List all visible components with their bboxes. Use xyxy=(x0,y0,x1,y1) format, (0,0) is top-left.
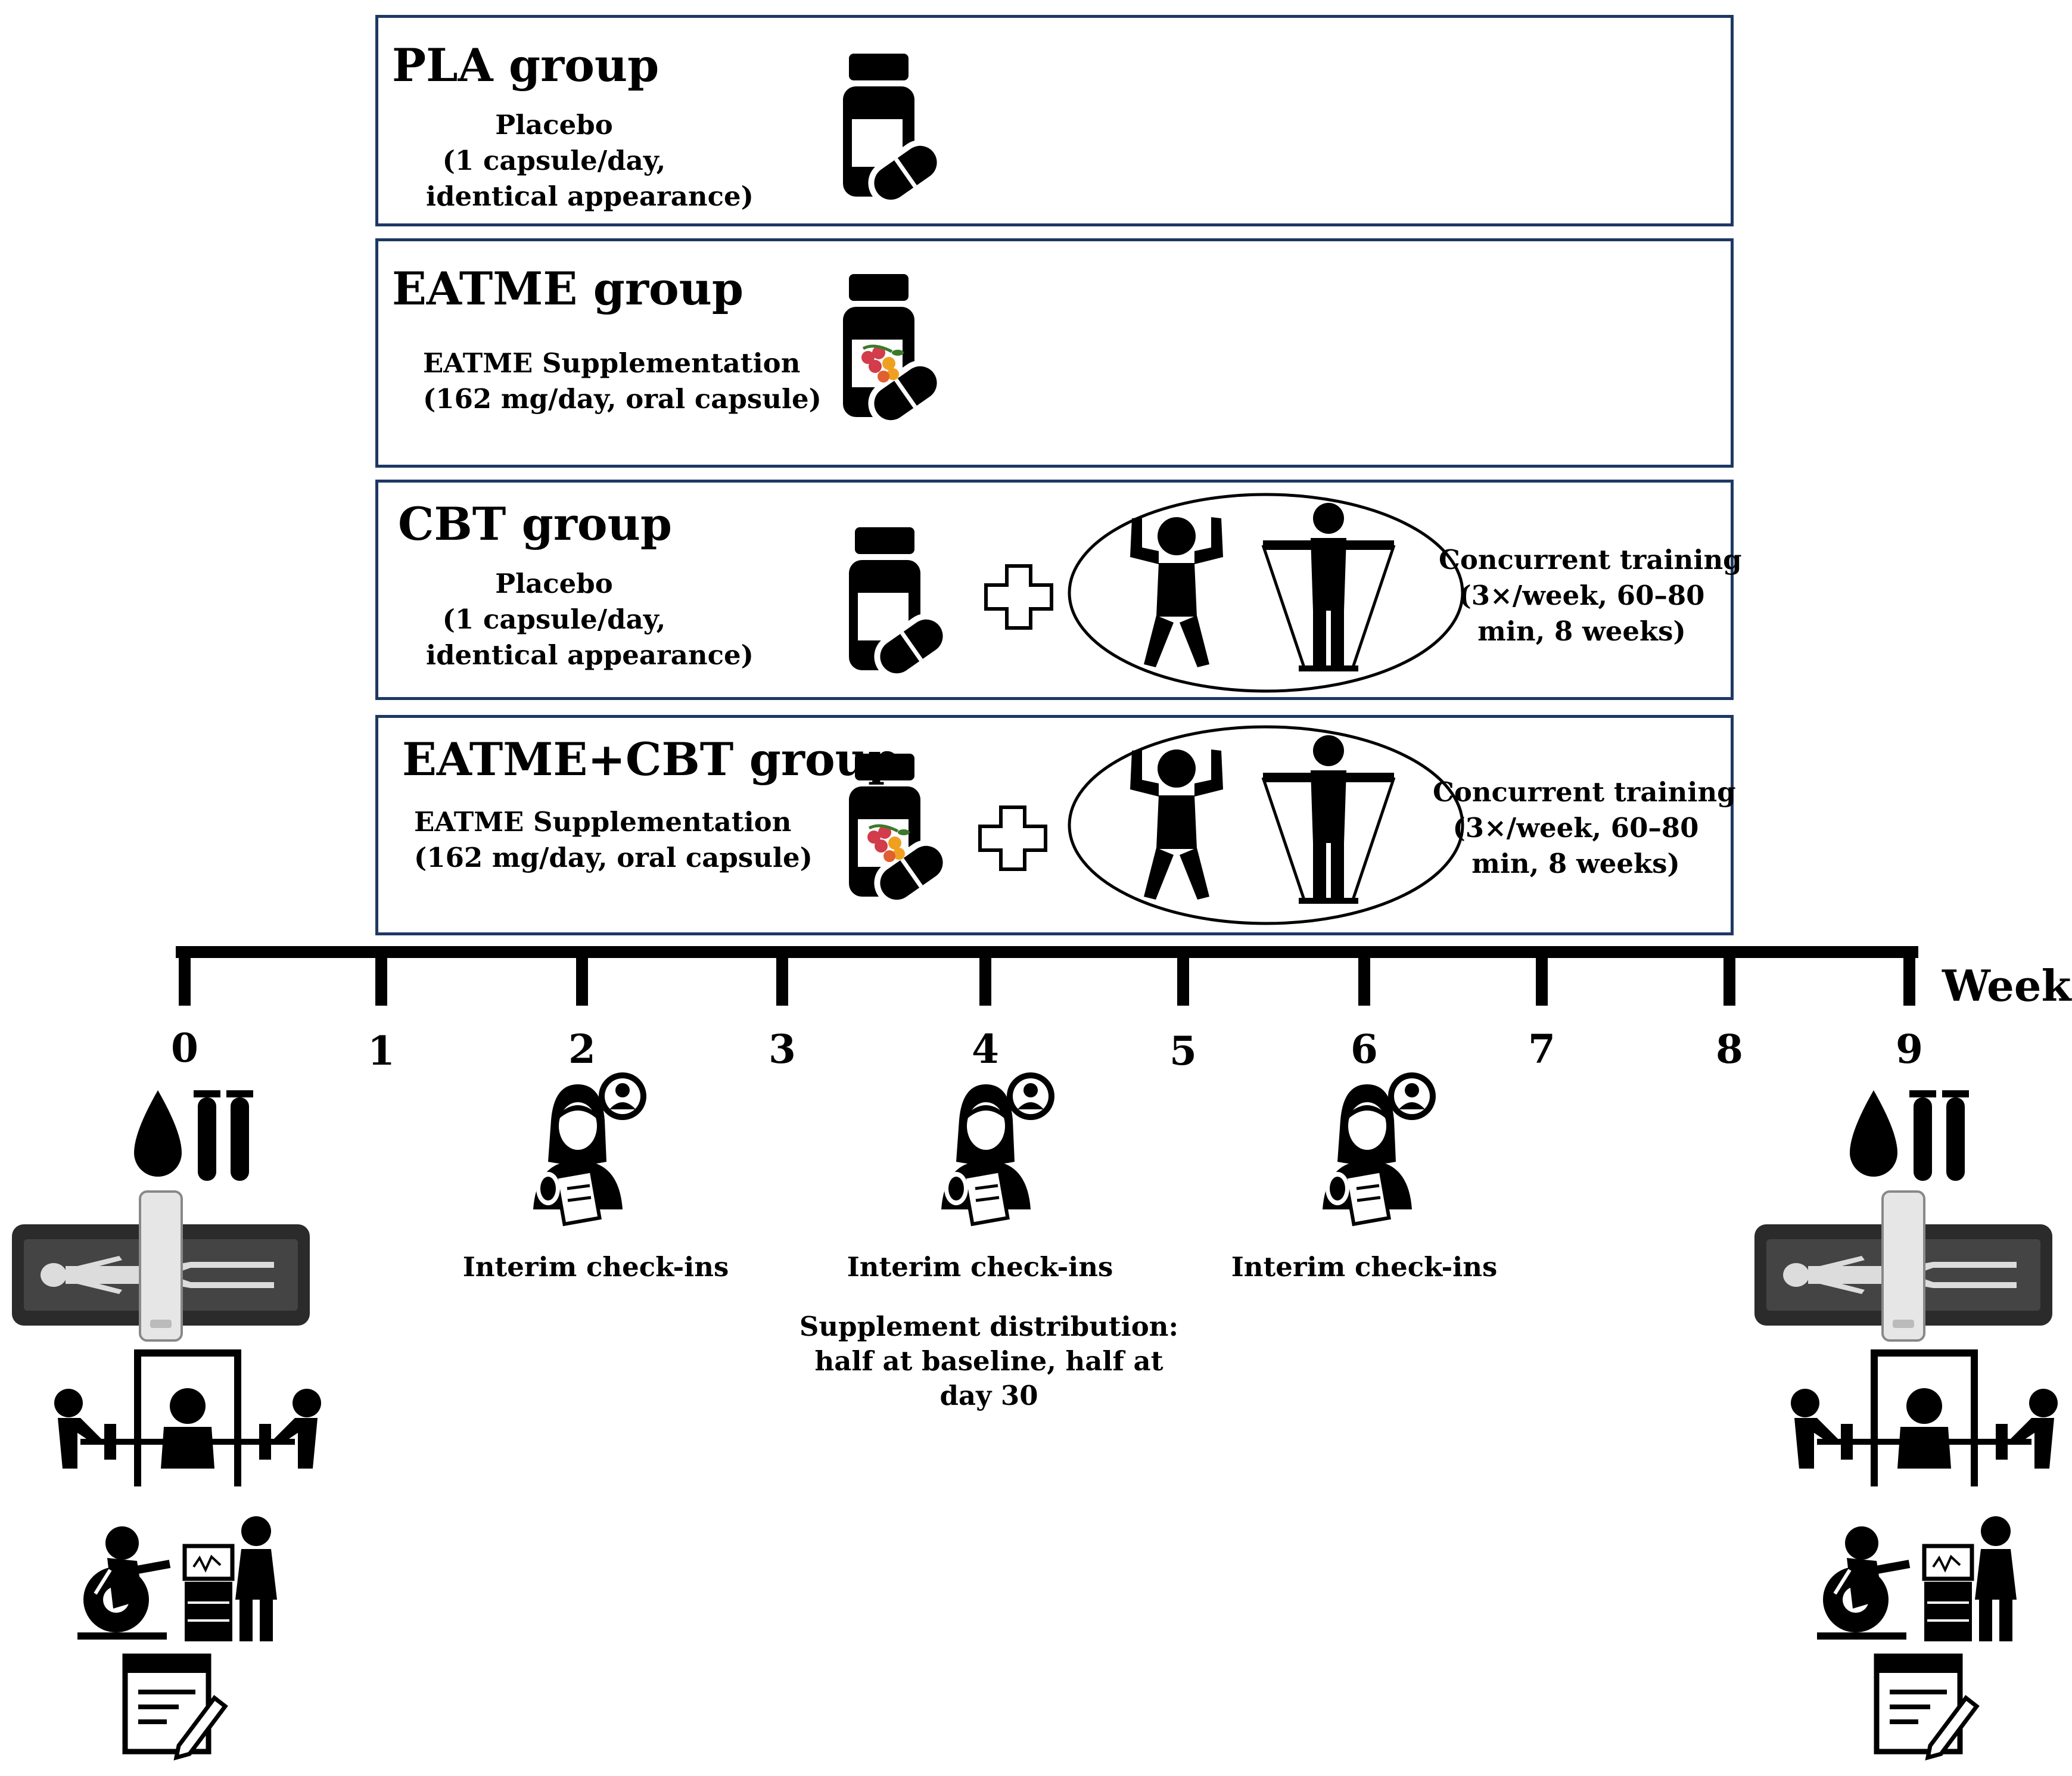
checkin-label: Interim check-ins xyxy=(847,1251,1113,1283)
desc-line: EATME Supplementation xyxy=(414,806,792,838)
strength-test-icon xyxy=(54,1349,321,1486)
check-in-icon xyxy=(1314,1084,1445,1227)
desc-line: (162 mg/day, oral capsule) xyxy=(423,383,822,415)
training-description: Concurrent training (3×/week, 60–80 min,… xyxy=(1439,542,1742,649)
checkin-label: Interim check-ins xyxy=(462,1251,729,1283)
cycle-ergometer-test-icon xyxy=(1805,1510,2020,1647)
training-line: Concurrent training xyxy=(1433,776,1736,808)
group-title: EATME group xyxy=(392,262,744,315)
plus-icon xyxy=(986,566,1057,632)
desc-line: identical appearance) xyxy=(426,639,754,671)
dxa-scan-icon xyxy=(11,1190,311,1342)
week-tick-label: 8 xyxy=(1716,1026,1743,1072)
blood-test-icon xyxy=(134,1090,253,1181)
supplement-bottle-icon xyxy=(855,754,986,909)
training-description: Concurrent training (3×/week, 60–80 min,… xyxy=(1433,775,1736,882)
concurrent-training-icon xyxy=(1063,721,1469,929)
week-tick-label: 2 xyxy=(568,1026,596,1072)
week-tick-label: 4 xyxy=(972,1026,999,1072)
note-line: half at baseline, half at xyxy=(814,1345,1163,1377)
group-description: Placebo (1 capsule/day, identical appear… xyxy=(426,566,754,673)
strength-test-icon xyxy=(1791,1349,2058,1486)
group-title: PLA group xyxy=(392,39,659,92)
training-line: min, 8 weeks) xyxy=(1477,615,1686,647)
training-line: min, 8 weeks) xyxy=(1471,848,1680,879)
plus-icon xyxy=(980,807,1051,873)
blood-test-icon xyxy=(1850,1090,1969,1181)
pill-bottle-icon xyxy=(849,54,968,203)
group-description: EATME Supplementation (162 mg/day, oral … xyxy=(423,346,822,417)
desc-line: EATME Supplementation xyxy=(423,347,801,379)
group-title: CBT group xyxy=(398,497,673,550)
group-box-pla: PLA group Placebo (1 capsule/day, identi… xyxy=(375,15,1734,226)
note-line: Supplement distribution: xyxy=(799,1311,1179,1342)
week-tick-label: 9 xyxy=(1896,1026,1923,1072)
desc-line: (162 mg/day, oral capsule) xyxy=(414,842,813,873)
desc-line: identical appearance) xyxy=(426,181,754,212)
concurrent-training-icon xyxy=(1063,489,1469,697)
questionnaire-icon xyxy=(1877,1656,1984,1763)
group-box-eatme-cbt: EATME+CBT group EATME Supplementation (1… xyxy=(375,715,1736,935)
timeline-unit-label: Week xyxy=(1942,960,2071,1011)
group-box-eatme: EATME group EATME Supplementation (162 m… xyxy=(375,238,1734,468)
week-tick-label: 7 xyxy=(1528,1026,1555,1072)
training-line: (3×/week, 60–80 xyxy=(1458,580,1705,611)
week-tick-label: 0 xyxy=(171,1025,198,1071)
group-title: EATME+CBT group xyxy=(402,733,900,786)
timeline-axis xyxy=(176,946,1918,1006)
pill-bottle-icon xyxy=(855,527,974,676)
questionnaire-icon xyxy=(125,1656,232,1763)
desc-line: (1 capsule/day, xyxy=(442,604,666,635)
training-line: (3×/week, 60–80 xyxy=(1452,812,1699,844)
note-line: day 30 xyxy=(939,1380,1038,1411)
supplement-distribution-note: Supplement distribution: half at baselin… xyxy=(774,1310,1203,1413)
week-tick-label: 6 xyxy=(1351,1026,1378,1072)
week-tick-label: 1 xyxy=(368,1028,395,1074)
cycle-ergometer-test-icon xyxy=(66,1510,280,1647)
desc-line: Placebo xyxy=(495,109,613,141)
check-in-icon xyxy=(932,1084,1063,1227)
week-tick-label: 5 xyxy=(1169,1028,1197,1074)
group-box-cbt: CBT group Placebo (1 capsule/day, identi… xyxy=(375,480,1742,700)
dxa-scan-icon xyxy=(1753,1190,2054,1342)
training-line: Concurrent training xyxy=(1439,544,1742,576)
desc-line: (1 capsule/day, xyxy=(442,145,666,176)
checkin-label: Interim check-ins xyxy=(1231,1251,1498,1283)
check-in-icon xyxy=(524,1084,655,1227)
supplement-bottle-icon xyxy=(849,274,980,429)
group-description: Placebo (1 capsule/day, identical appear… xyxy=(426,107,754,214)
week-tick-label: 3 xyxy=(769,1026,796,1072)
group-description: EATME Supplementation (162 mg/day, oral … xyxy=(414,804,813,876)
desc-line: Placebo xyxy=(495,568,613,599)
